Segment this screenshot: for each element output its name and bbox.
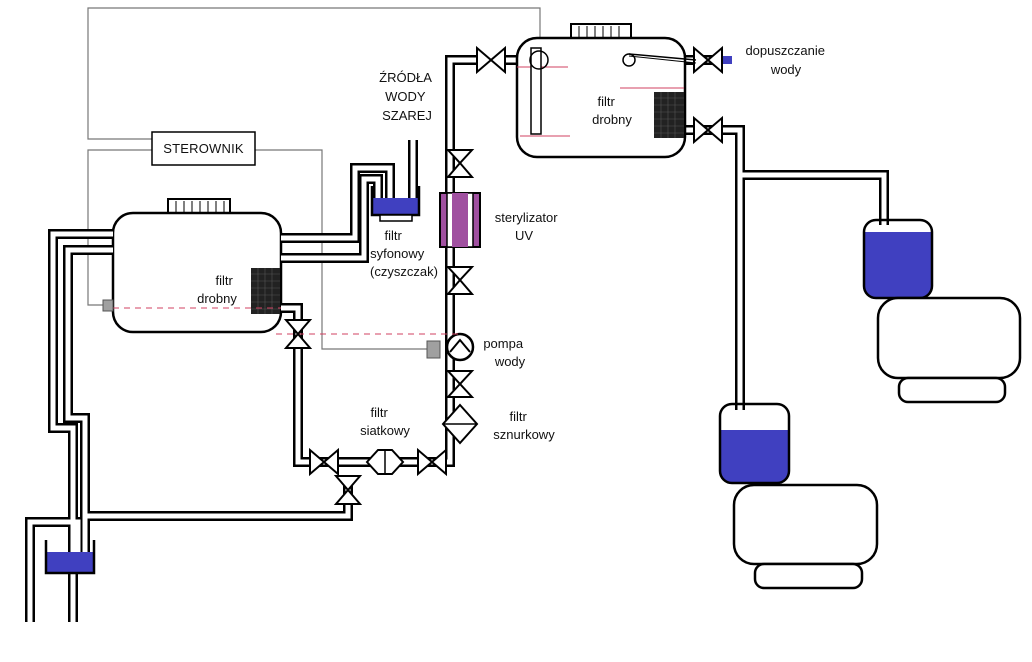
mesh-filter: filtr siatkowy — [360, 405, 410, 475]
valve-uv-in — [445, 266, 475, 295]
water-pump-label: pompa wody — [483, 336, 526, 369]
valve-left-tank-outlet — [283, 319, 313, 349]
sump-left — [44, 540, 96, 575]
cord-filter: filtr sznurkowy — [441, 403, 555, 445]
top-tank: filtr drobny — [515, 23, 697, 159]
valve-water-inlet — [693, 45, 723, 75]
valves — [283, 45, 723, 505]
float-valve-ball — [622, 53, 636, 67]
uv-sterilizer: sterylizator UV — [439, 192, 561, 248]
siphon-filter-label: filtr syfonowy (czyszczak) — [370, 228, 438, 279]
water-pump: pompa wody — [426, 332, 526, 369]
water-inlet-pipe-end — [720, 56, 732, 64]
uv-sterilizer-label: sterylizator UV — [495, 210, 561, 243]
valve-uv-out — [445, 149, 475, 178]
fine-filter-top-mesh — [654, 92, 684, 138]
valve-return — [333, 475, 363, 505]
valve-mesh-out — [417, 447, 447, 477]
toilet-upper — [862, 218, 1022, 404]
fine-filter-left-mesh — [251, 268, 280, 314]
water-inlet-label: dopuszczanie wody — [745, 43, 828, 77]
valve-top-tank-out — [693, 115, 723, 145]
siphon-filter: filtr syfonowy (czyszczak) — [370, 186, 438, 279]
control-wiring — [87, 7, 541, 350]
top-tank-inlet-tube — [530, 47, 542, 135]
valve-cord-in — [445, 370, 475, 398]
mesh-filter-label: filtr siatkowy — [360, 405, 410, 438]
pump-sensor — [426, 340, 441, 359]
grey-water-source-label: ŹRÓDŁA WODY SZAREJ — [379, 70, 435, 123]
controller-label: STEROWNIK — [163, 141, 244, 156]
controller-box: STEROWNIK — [151, 131, 256, 166]
left-tank: filtr drobny — [111, 198, 283, 334]
fine-filter-left-label: filtr drobny — [197, 273, 237, 306]
valve-top-tank-in — [476, 45, 506, 75]
toilet-lower — [718, 402, 879, 590]
level-sensor-left — [102, 299, 114, 312]
fine-filter-top-label: filtr drobny — [592, 94, 632, 127]
valve-mesh-in — [309, 447, 339, 477]
cord-filter-label: filtr sznurkowy — [493, 409, 555, 442]
